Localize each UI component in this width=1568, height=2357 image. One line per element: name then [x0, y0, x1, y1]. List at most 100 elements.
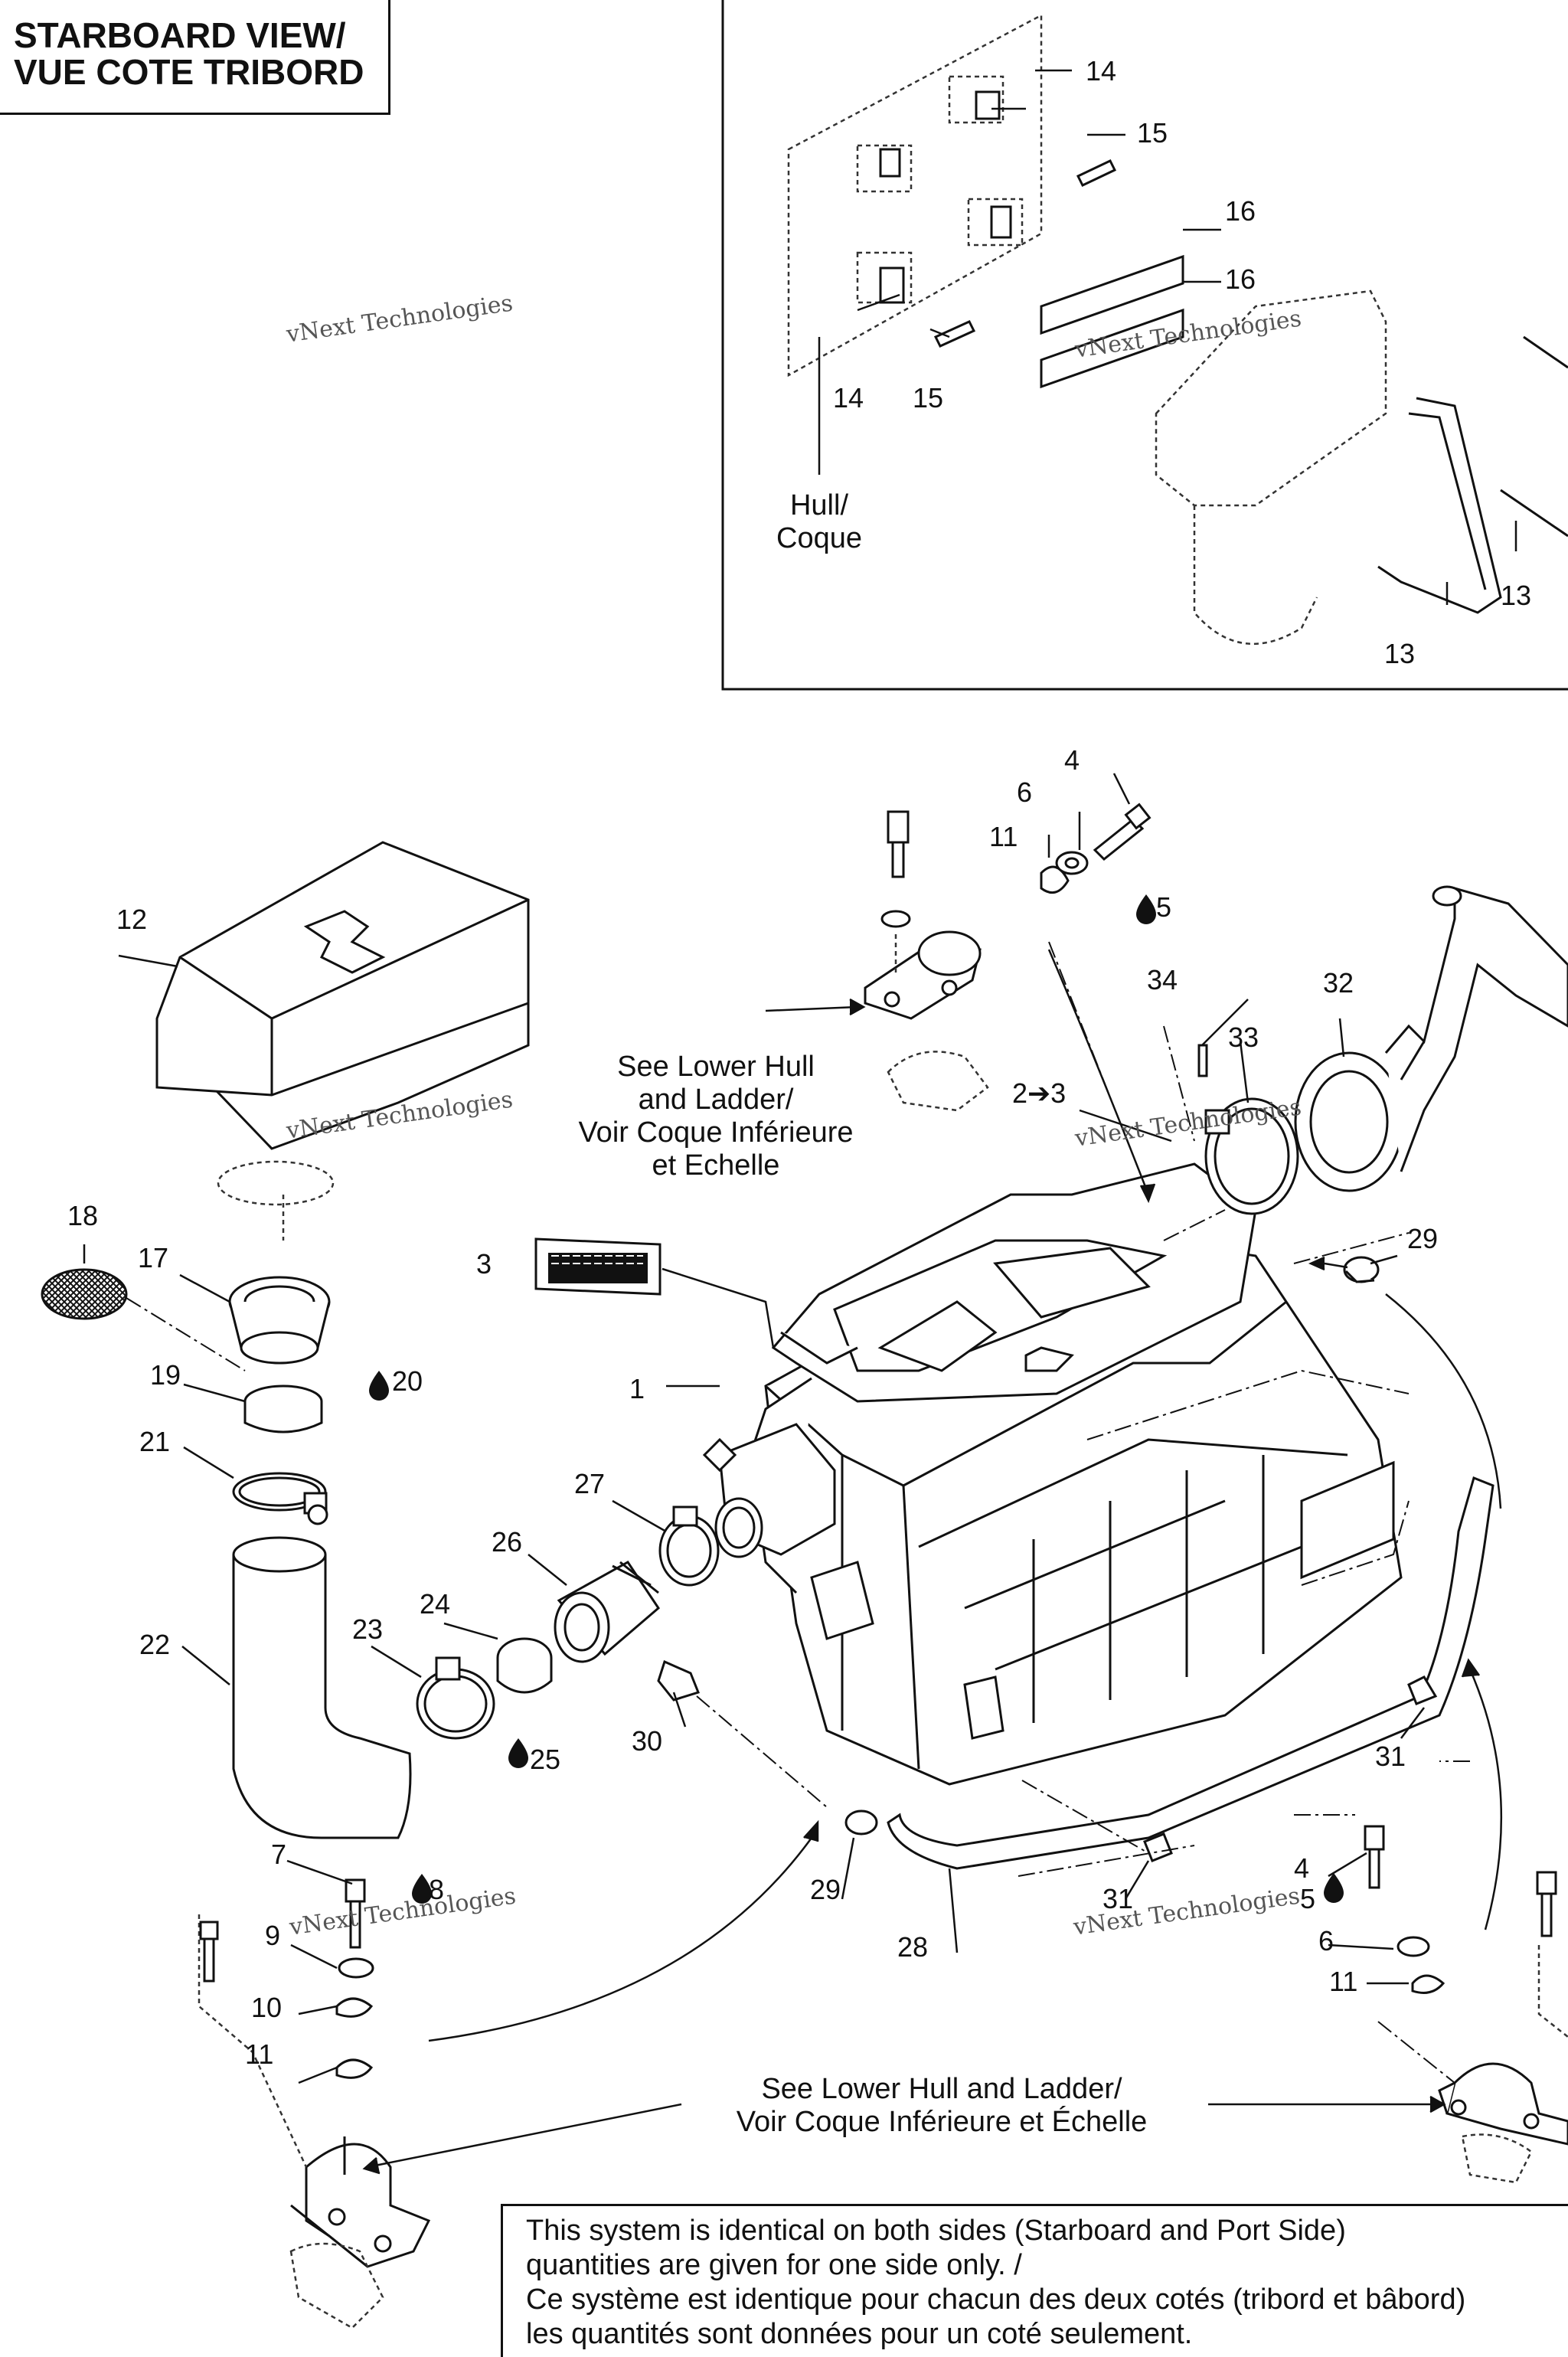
- mount-left-hardware: [199, 1878, 374, 2079]
- callout-34: 34: [1147, 964, 1178, 995]
- callout-32: 32: [1323, 967, 1354, 999]
- callout-30: 30: [632, 1725, 662, 1757]
- pin-34: [1197, 1044, 1208, 1077]
- hull-brackets: [879, 90, 1012, 304]
- engine-mount-top: [864, 810, 982, 1020]
- engine-mount-right: [1438, 2062, 1568, 2146]
- note-line-4: les quantités sont données pour un coté …: [526, 2318, 1193, 2350]
- diagram-label: Voir Coque Inférieure: [578, 1116, 853, 1149]
- intake-adapter: [228, 1276, 331, 1365]
- drop-icon: [369, 894, 1344, 1904]
- exhaust-pipe-32: [1294, 885, 1568, 1192]
- view-title-fr: VUE COTE TRIBORD: [14, 52, 364, 92]
- callout-3: 3: [476, 1248, 492, 1280]
- mount-right-ghost: [1461, 1945, 1568, 2184]
- callout-24: 24: [420, 1588, 450, 1620]
- callout-4b: 4: [1294, 1852, 1309, 1884]
- callout-26: 26: [492, 1526, 522, 1558]
- exhaust-clamp-33: [1204, 1097, 1299, 1215]
- battery-straps: [1377, 335, 1568, 614]
- callout-1: 1: [629, 1373, 645, 1404]
- callout-11c: 11: [245, 2038, 273, 2070]
- callout-11a: 11: [989, 821, 1018, 852]
- engine-mount-left: [290, 2136, 431, 2268]
- inset-screws: [933, 159, 1117, 348]
- diagram-label: and Ladder/: [639, 1084, 794, 1116]
- callout-2to3: 2➔3: [1012, 1077, 1066, 1109]
- sleeve-ring: [243, 1384, 323, 1433]
- filter-screen: [41, 1268, 128, 1320]
- diagram-label: See Lower Hull: [617, 1051, 815, 1083]
- air-box: [155, 841, 530, 1150]
- water-hose: [887, 1476, 1494, 1870]
- callout-27: 27: [574, 1468, 605, 1499]
- mount-top-ghost: [887, 934, 989, 1112]
- callout-28: 28: [897, 1931, 928, 1963]
- dash-dot-lines: [126, 941, 1470, 2084]
- note-line-1: This system is identical on both sides (…: [526, 2215, 1346, 2247]
- arrows: [362, 949, 1503, 2175]
- throttle-clamp-23: [416, 1656, 495, 1740]
- sleeve-24: [496, 1637, 553, 1694]
- callout-14a: 14: [1086, 55, 1116, 87]
- callout-13a: 13: [1501, 580, 1531, 611]
- view-title-en: STARBOARD VIEW/: [14, 15, 346, 55]
- callout-31a: 31: [1375, 1741, 1406, 1772]
- callout-17: 17: [138, 1242, 168, 1273]
- callout-18: 18: [67, 1200, 98, 1231]
- note-line-2: quantities are given for one side only. …: [526, 2249, 1022, 2281]
- callout-21: 21: [139, 1426, 170, 1457]
- mount-right-hardware: [1364, 1825, 1557, 1994]
- callout-14b: 14: [833, 382, 864, 414]
- mount-top-hardware: [1040, 803, 1152, 894]
- callout-29a: 29: [1407, 1223, 1438, 1254]
- callout-13b: 13: [1384, 638, 1415, 669]
- callout-10: 10: [251, 1992, 282, 2023]
- hull-label: Hull/ Coque: [776, 489, 862, 554]
- callout-31b: 31: [1102, 1883, 1133, 1914]
- velcro-strips: [1040, 254, 1184, 389]
- callout-20: 20: [392, 1365, 423, 1397]
- diagram-label: et Echelle: [652, 1149, 780, 1182]
- note-line-3: Ce système est identique pour chacun des…: [526, 2283, 1466, 2316]
- inset-frame: [721, 0, 1568, 691]
- callout-12: 12: [116, 904, 147, 935]
- hull-plate: [787, 13, 1043, 378]
- intake-hose: [232, 1536, 412, 1839]
- callout-5a: 5: [1156, 891, 1171, 923]
- system-note: This system is identical on both sides (…: [501, 2204, 1568, 2357]
- callout-16b: 16: [1225, 263, 1256, 295]
- hose-clamps-29-31: [844, 1675, 1438, 1862]
- callout-22: 22: [139, 1629, 170, 1660]
- callout-6a: 6: [1017, 776, 1032, 808]
- callout-5b: 5: [1300, 1883, 1315, 1914]
- callout-15b: 15: [913, 382, 943, 414]
- engine-cover: [771, 1162, 1257, 1403]
- air-box-ghost: [217, 1160, 335, 1241]
- callout-6b: 6: [1318, 1925, 1334, 1957]
- throttle-body: [702, 1423, 836, 1558]
- see-lower-hull-label-bottom: See Lower Hull and Ladder/ Voir Coque In…: [737, 2073, 1148, 2138]
- see-lower-hull-label-top: See Lower Hull and Ladder/ Voir Coque In…: [578, 1051, 853, 1182]
- sensor-30: [657, 1659, 700, 1702]
- callout-16a: 16: [1225, 195, 1256, 227]
- diagram-label: Voir Coque Inférieure et Échelle: [737, 2105, 1148, 2138]
- callout-8: 8: [429, 1874, 444, 1905]
- mount-left-ghost: [198, 1914, 384, 2329]
- callout-9: 9: [265, 1920, 280, 1951]
- callout-15a: 15: [1137, 117, 1168, 149]
- throttle-adapter-26: [554, 1561, 660, 1663]
- view-title: STARBOARD VIEW/ VUE COTE TRIBORD: [0, 0, 390, 115]
- callout-numbers: 14 15 16 16 14 15 13 13 4 6 11 5 34 33 3…: [67, 55, 1531, 2070]
- callout-29b: 29: [810, 1874, 841, 1905]
- hose-clamp-upper: [232, 1472, 328, 1525]
- callout-19: 19: [150, 1359, 181, 1391]
- clamp-27: [658, 1505, 720, 1587]
- battery-box-ghost: [1155, 289, 1387, 646]
- callout-11b: 11: [1329, 1966, 1357, 1997]
- diagram-label: See Lower Hull and Ladder/: [761, 2073, 1122, 2105]
- callout-33: 33: [1228, 1022, 1259, 1053]
- callout-25: 25: [530, 1744, 560, 1775]
- callout-23: 23: [352, 1613, 383, 1645]
